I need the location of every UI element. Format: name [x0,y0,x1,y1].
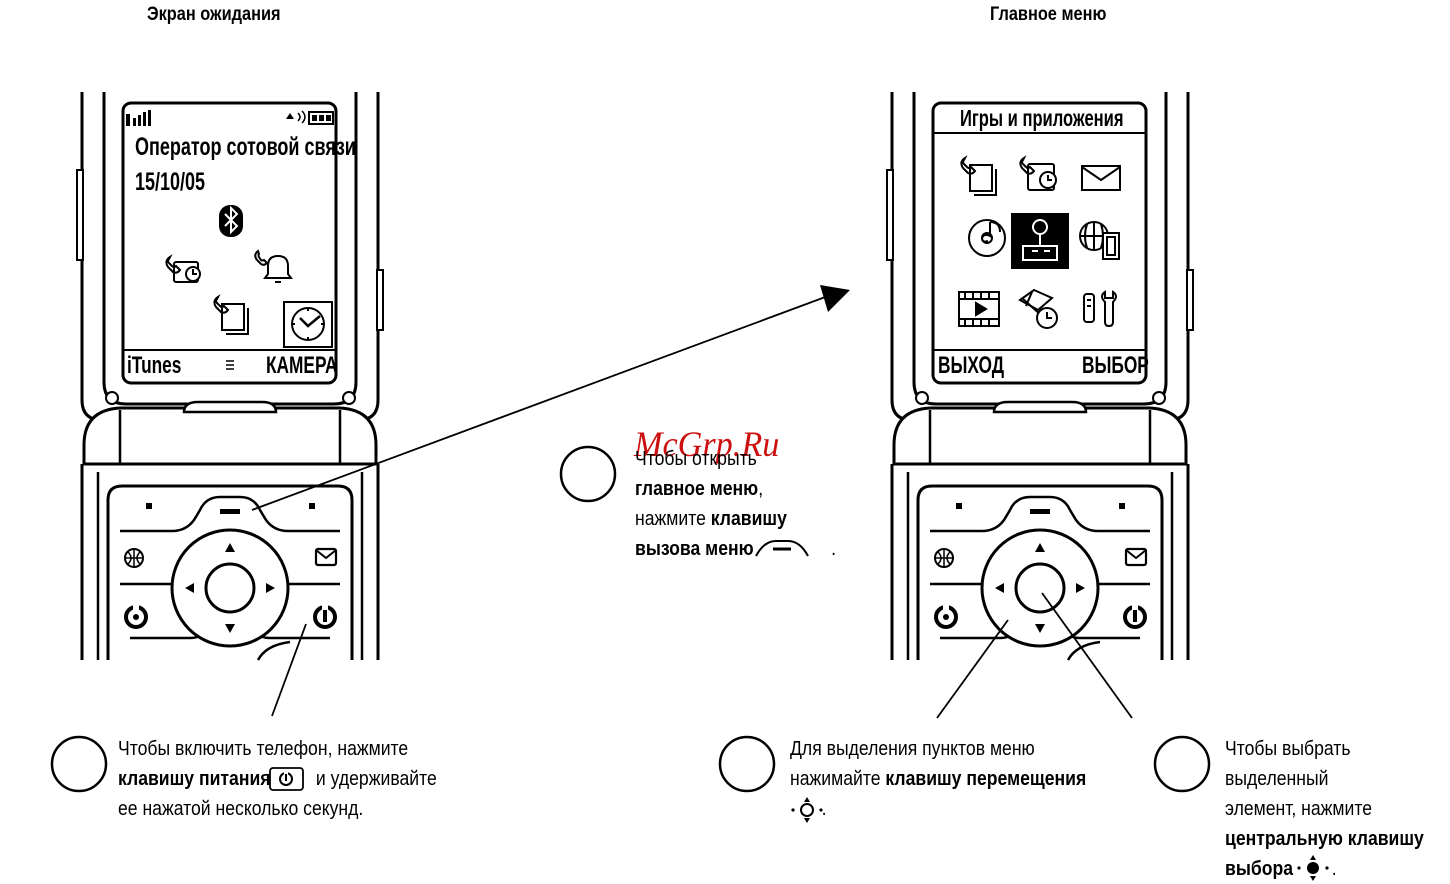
menu-settings-icon[interactable] [1083,290,1117,328]
caption-select-key: Чтобы выбрать выделенный элемент, нажмит… [1225,734,1424,884]
menu-messages-icon[interactable] [1081,165,1121,191]
callout-circle [1153,735,1211,793]
ring-style-icon [254,249,293,283]
callout-menu-key [251,285,850,557]
power-key-symbol [269,767,304,791]
phone-standby [77,92,383,660]
callout-select-key [1041,592,1329,881]
recent-calls-icon [165,254,201,283]
battery-icon [308,111,334,125]
select-key-symbol [1297,855,1329,881]
caption-line: выделенный [1225,768,1329,790]
standby-date: 15/10/05 [135,168,206,196]
caption-power-key: Чтобы включить телефон, нажмите клавишу … [118,734,437,824]
menu-phonebook-icon[interactable] [960,155,997,196]
caption-line: выбора. [1225,858,1337,880]
callout-power-key [50,623,307,793]
menu-media-icon[interactable] [968,219,1006,257]
caption-line: . [821,798,827,820]
caption-line: вызова меню. [635,538,836,560]
callout-circle [559,445,617,503]
signal-icon [126,110,151,126]
caption-menu-key: Чтобы открыть главное меню, нажмите клав… [635,444,836,564]
callout-circle [50,735,108,793]
caption-line: Чтобы открыть [635,448,757,470]
soft-key-left-itunes[interactable]: iTunes [127,352,182,379]
soft-key-right-select[interactable]: ВЫБОР [1082,352,1149,379]
caption-line: нажмите клавишу [635,508,787,530]
heading-main-menu: Главное меню [990,4,1107,25]
menu-recent-calls-icon[interactable] [1019,155,1057,191]
menu-multimedia-icon[interactable] [958,291,1000,327]
caption-line: ее нажатой несколько секунд. [118,798,364,820]
phonebook-icon [213,294,249,335]
operator-name: Оператор сотовой связи [135,133,356,161]
nav-key-symbol [791,797,823,823]
caption-line: элемент, нажмите [1225,798,1373,820]
menu-grid [958,155,1121,329]
leader-line [936,619,1009,719]
menu-title: Игры и приложения [960,105,1124,131]
caption-line: центральную клавишу [1225,828,1424,850]
bluetooth-icon [219,205,243,237]
alert-icon [286,113,294,119]
callout-circle [718,735,776,793]
menu-games-apps-icon-selected[interactable] [1011,213,1069,269]
caption-line: Чтобы выбрать [1225,738,1351,760]
heading-standby: Экран ожидания [147,4,281,25]
menu-web-access-icon[interactable] [1079,221,1120,260]
caption-line: нажимайте клавишу перемещения [790,768,1087,790]
soft-key-right-camera[interactable]: КАМЕРА [266,352,338,379]
caption-nav-key: Для выделения пунктов меню нажимайте кла… [790,734,1086,824]
standby-display [121,101,338,385]
menu-indicator-icon [226,360,234,370]
caption-line: Для выделения пунктов меню [790,738,1035,760]
callout-nav-key [718,619,1009,823]
caption-line: клавишу питания и удерживайте [118,768,437,790]
arrowhead [820,285,850,312]
phone-main-menu [887,92,1193,660]
leader-line [271,623,307,717]
leader-line [251,295,829,511]
caption-line: Чтобы включить телефон, нажмите [118,738,409,760]
watermark: McGrp.Ru [634,424,780,464]
menu-key-symbol [755,540,809,557]
menu-organizer-icon[interactable] [1018,288,1058,329]
caption-line: главное меню, [635,478,764,500]
soft-key-left-exit[interactable]: ВЫХОД [938,352,1005,379]
leader-line [1041,592,1133,719]
clock-icon [283,301,333,348]
